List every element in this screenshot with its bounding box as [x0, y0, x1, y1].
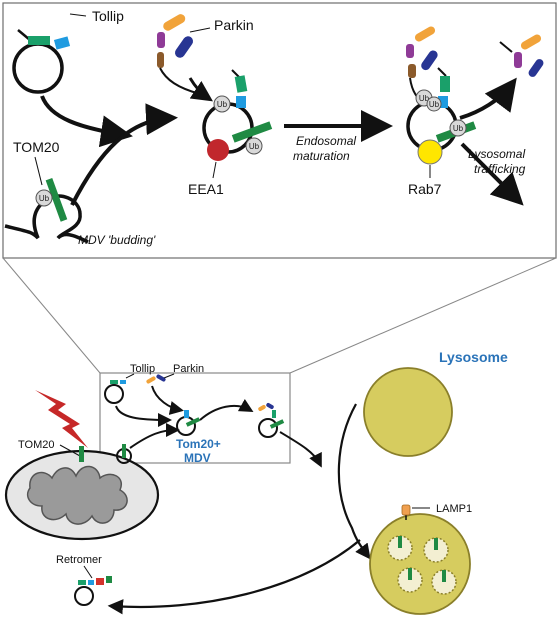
lysosome	[363, 367, 453, 457]
mdv-cargo	[397, 567, 423, 593]
mdv-cargo	[431, 569, 457, 595]
inset-tom20-label: TOM20	[13, 139, 60, 155]
overview-arrow-parkin	[151, 385, 184, 415]
lamp1-label: LAMP1	[436, 503, 472, 515]
overview-arrow-tollip	[115, 405, 172, 427]
mdv-cargo	[423, 537, 449, 563]
overview-arrow-bud	[129, 423, 180, 449]
lysosome-label: Lysosome	[439, 349, 508, 365]
mdv-label-line1: Tom20+	[176, 437, 221, 451]
lamp1-protein	[401, 504, 411, 520]
arrow-parkin-release	[459, 77, 517, 120]
zoom-line-left	[2, 257, 101, 374]
overview-arrow-retromer	[107, 539, 361, 615]
rab7-label: Rab7	[408, 181, 442, 197]
lysosomal-trafficking-line1: Lysosomal	[468, 147, 525, 161]
inset-tollip-label: Tollip	[92, 8, 124, 24]
arrow-lysosomal-trafficking	[460, 142, 524, 206]
mitochondrion	[4, 449, 160, 541]
ub-badge	[449, 119, 467, 137]
overview-parkin-label: Parkin	[173, 363, 204, 375]
inset-eea1-endosome: Ub Ub	[202, 69, 273, 161]
tollip-green-domain	[28, 36, 50, 45]
inset-tollip-vesicle	[12, 29, 71, 94]
overview-parkin	[146, 374, 166, 384]
ub-badge	[245, 137, 263, 155]
inset-mdv-budding: Ub	[4, 177, 89, 244]
ub-badge	[35, 189, 53, 207]
rab7-marker	[417, 139, 443, 165]
inset-parkin	[157, 14, 201, 95]
tom20-protein	[231, 121, 273, 143]
overview-mdv-endosome	[176, 410, 201, 436]
retromer-vesicle	[74, 576, 112, 606]
mdv-label-line2: MDV	[184, 451, 211, 465]
inset-rab7-endosome: Ub Ub Ub	[406, 26, 477, 165]
overview-arrow-maturation	[199, 398, 254, 421]
retromer-label: Retromer	[56, 554, 102, 566]
arrow-mdv-to-endosome	[70, 103, 178, 206]
degradative-lysosome	[369, 513, 471, 615]
mdv-cargo	[387, 535, 413, 561]
overview-arrow-to-lysosome	[279, 431, 322, 468]
stress-lightning-icon	[35, 390, 88, 448]
overview-tom20-label: TOM20	[18, 439, 54, 451]
overview-arrow-fusion	[337, 403, 371, 560]
eea1-label: EEA1	[188, 181, 224, 197]
ub-label: Ub	[453, 124, 464, 133]
arrow-parkin-to-endosome	[188, 77, 213, 102]
inset-parkin-label: Parkin	[214, 17, 254, 33]
arrow-tollip-to-endosome	[40, 95, 133, 148]
ub-label: Ub	[419, 94, 430, 103]
overview-mdv-bud	[116, 444, 132, 464]
overview-tollip-label: Tollip	[130, 363, 155, 375]
endosomal-maturation-line1: Endosomal	[296, 134, 356, 148]
overview-tom20-protein	[79, 446, 84, 462]
mdv-budding-label: MDV 'budding'	[78, 233, 156, 247]
ub-badge	[213, 95, 231, 113]
ub-label: Ub	[39, 194, 50, 203]
eea1-marker	[207, 139, 229, 161]
overview-late-endosome	[258, 403, 285, 438]
ub-label: Ub	[249, 142, 260, 151]
inset-panel	[2, 2, 557, 259]
inset-released-parkin	[499, 34, 544, 77]
tom20-protein	[45, 177, 68, 222]
ub-label: Ub	[217, 100, 228, 109]
ub-badge	[426, 96, 442, 112]
ub-label: Ub	[429, 100, 440, 109]
endosomal-maturation-line2: maturation	[293, 149, 350, 163]
zoom-line-right	[289, 257, 557, 374]
lysosomal-trafficking-line2: trafficking	[474, 162, 526, 176]
overview-tollip-vesicle	[104, 380, 126, 404]
tollip-blue-domain	[53, 36, 71, 50]
